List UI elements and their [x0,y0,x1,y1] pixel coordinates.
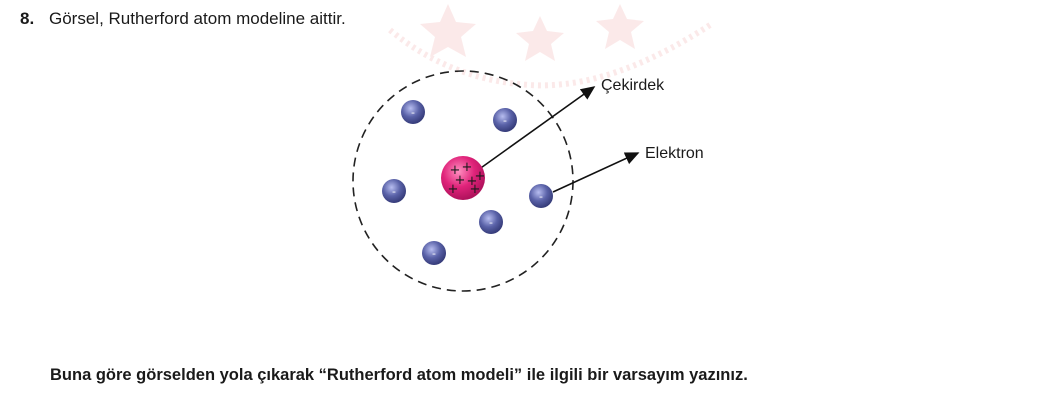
orbit-boundary [352,70,574,292]
electron: - [529,184,553,208]
minus-sign: - [539,190,543,203]
prompt-text: Buna göre görselden yola çıkarak “Ruther… [50,366,748,384]
minus-sign: - [489,216,493,229]
minus-sign: - [432,247,436,260]
electron: - [401,100,425,124]
electron: - [382,179,406,203]
atom-diagram: + + + + + + + - - - [352,70,704,292]
nucleus: + + + + + + + [441,156,485,200]
electron-label: Elektron [645,145,704,162]
electron: - [479,210,503,234]
nucleus-arrow [477,86,596,171]
plus-sign: + [450,163,461,178]
minus-sign: - [411,106,415,119]
electrons: - - - - - - [382,100,553,265]
question-text: Görsel, Rutherford atom modeline aittir. [49,9,346,28]
watermark-stars [388,4,712,89]
minus-sign: - [392,185,396,198]
plus-sign: + [462,160,473,175]
electron: - [422,241,446,265]
nucleus-charges: + + + + + + + [448,160,486,197]
plus-sign: + [455,173,466,188]
plus-sign: + [470,182,481,197]
electron-arrow [552,152,640,193]
plus-sign: + [448,182,459,197]
plus-sign: + [467,174,478,189]
question-number: 8. [20,9,35,28]
nucleus-label: Çekirdek [601,77,665,94]
plus-sign: + [475,169,486,184]
electron: - [493,108,517,132]
minus-sign: - [503,114,507,127]
